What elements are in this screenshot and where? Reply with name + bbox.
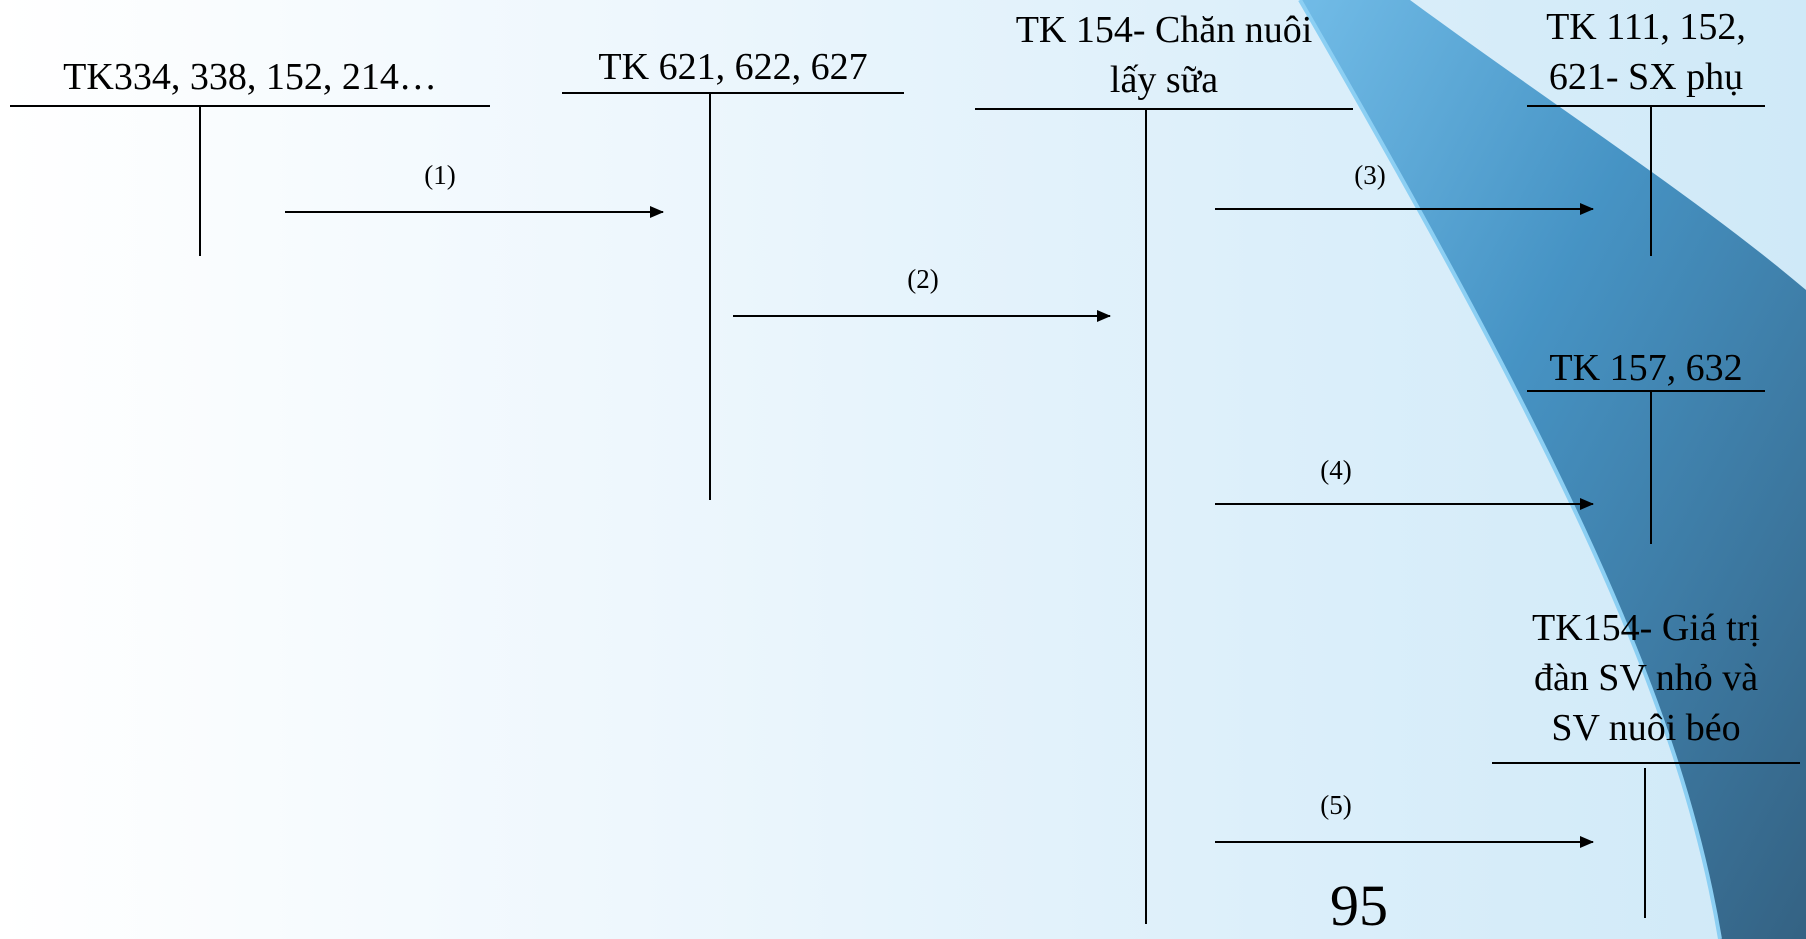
account-label-6-line-3: SV nuôi béo (1551, 707, 1741, 749)
account-label-4: TK 111, 152, 621- SX phụ (1527, 2, 1765, 102)
account-label-1: TK334, 338, 152, 214… (10, 52, 490, 102)
account-label-3: TK 154- Chăn nuôi lấy sữa (975, 5, 1353, 105)
ribbon-shape (1300, 0, 1806, 939)
account-label-6-line-2: đàn SV nhỏ và (1533, 657, 1759, 699)
ribbon-edge (1298, 0, 1722, 939)
step-label-3: (3) (1354, 160, 1386, 190)
page-number: 95 (1330, 873, 1388, 938)
account-label-6-line-1: TK154- Giá trị (1532, 607, 1760, 649)
account-label-5-line-1: TK 157, 632 (1549, 347, 1743, 389)
account-label-3-line-2: lấy sữa (1109, 59, 1219, 101)
step-label-1: (1) (424, 160, 456, 190)
account-label-2: TK 621, 622, 627 (562, 42, 904, 92)
account-label-3-line-1: TK 154- Chăn nuôi (1015, 9, 1313, 51)
account-label-1-line-1: TK334, 338, 152, 214… (63, 56, 437, 98)
step-label-5: (5) (1320, 790, 1352, 820)
step-label-4: (4) (1320, 455, 1352, 485)
account-label-6: TK154- Giá trị đàn SV nhỏ và SV nuôi béo (1492, 603, 1800, 753)
account-label-4-line-1: TK 111, 152, (1546, 6, 1746, 48)
account-label-5: TK 157, 632 (1527, 343, 1765, 393)
account-label-4-line-2: 621- SX phụ (1548, 56, 1744, 98)
account-label-2-line-1: TK 621, 622, 627 (598, 46, 868, 88)
step-label-2: (2) (907, 264, 939, 294)
